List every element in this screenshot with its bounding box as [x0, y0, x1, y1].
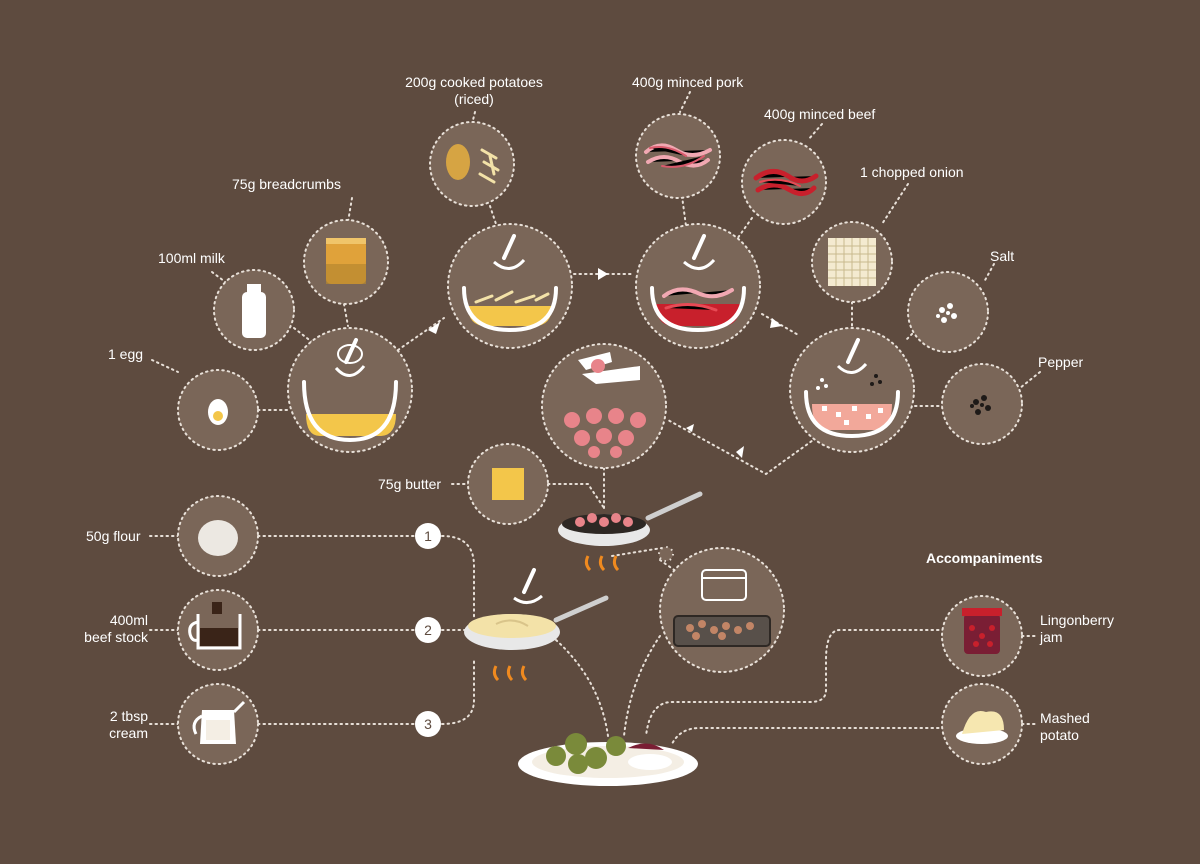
shaping-circle [541, 343, 667, 469]
egg-circle [177, 369, 259, 451]
label-pork: 400g minced pork [632, 74, 744, 90]
flow-arrowheads [428, 268, 782, 458]
label-butter: 75g butter [378, 476, 442, 492]
label-cream: 2 tbsp cream [109, 708, 148, 741]
step-1-badge: 1 [415, 523, 441, 549]
bowl-3-circle [635, 223, 761, 349]
bowl-1-circle [287, 327, 413, 453]
jam-circle [941, 595, 1023, 677]
label-salt: Salt [990, 248, 1015, 264]
potatoes-circle [429, 121, 515, 207]
frying-pan-sauce [464, 568, 609, 682]
bowl-2-circle [447, 223, 573, 349]
label-mashed-potato: Mashed potato [1040, 710, 1090, 743]
step-3-badge: 3 [415, 711, 441, 737]
oven-circle [658, 546, 785, 673]
accompaniments-heading: Accompaniments [926, 550, 1043, 566]
onion-circle [811, 221, 893, 303]
stock-circle [177, 589, 259, 671]
milk-circle [213, 269, 295, 351]
cream-circle [177, 683, 259, 765]
bowl-4-circle [789, 327, 915, 453]
butter-circle [467, 443, 549, 525]
label-onion: 1 chopped onion [860, 164, 964, 180]
mashed-potato-circle [941, 683, 1023, 765]
label-stock: 400ml beef stock [84, 612, 148, 645]
beef-circle [741, 139, 827, 225]
label-egg: 1 egg [108, 346, 144, 362]
connector-lines [149, 91, 1041, 745]
pork-circle [635, 113, 721, 199]
final-plate [518, 733, 698, 786]
pepper-circle [941, 363, 1023, 445]
label-pepper: Pepper [1038, 354, 1084, 370]
label-beef: 400g minced beef [764, 106, 876, 122]
label-lingonberry-jam: Lingonberry jam [1040, 612, 1114, 645]
salt-circle [907, 271, 989, 353]
breadcrumbs-circle [303, 219, 389, 305]
label-breadcrumbs: 75g breadcrumbs [232, 176, 341, 192]
label-flour: 50g flour [86, 528, 141, 544]
label-potatoes: 200g cooked potatoes (riced) [405, 74, 543, 107]
flour-circle [177, 495, 259, 577]
label-milk: 100ml milk [158, 250, 225, 266]
frying-pan-meatballs [558, 491, 703, 572]
step-2-badge: 2 [415, 617, 441, 643]
